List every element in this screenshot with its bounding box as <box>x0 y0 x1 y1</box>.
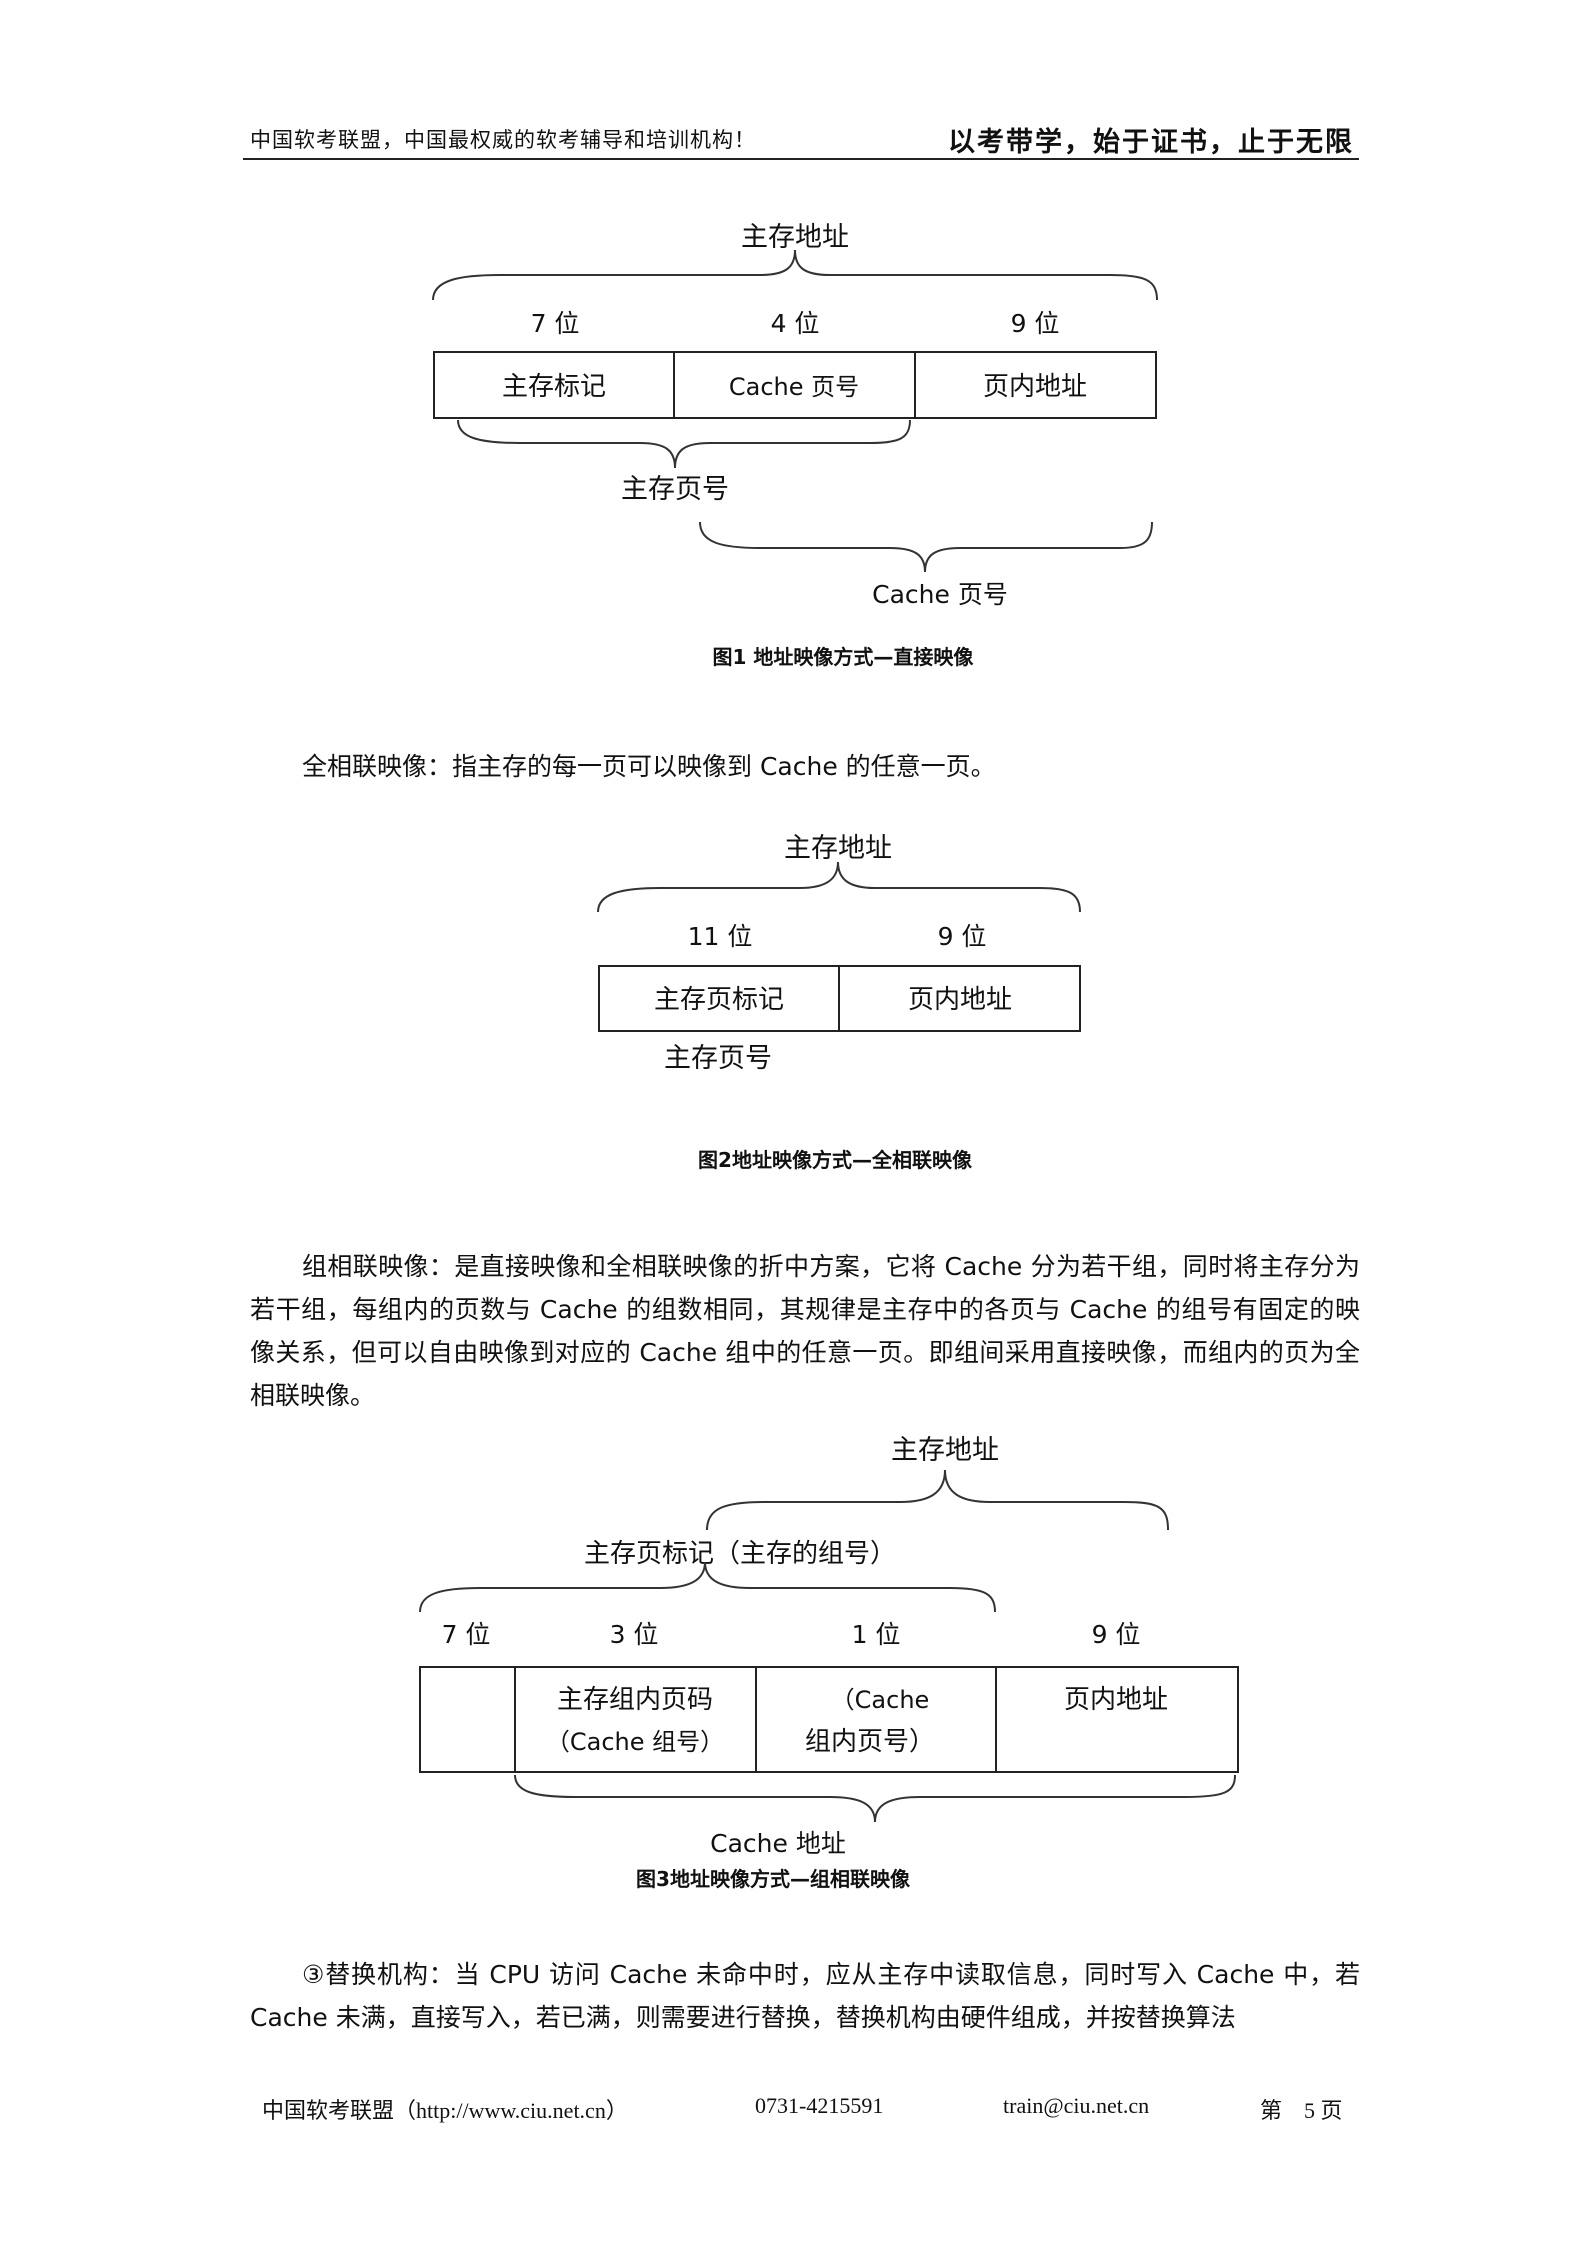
fig1-cell-1: 主存标记 <box>502 372 606 402</box>
fig1-cell-2: Cache 页号 <box>729 373 859 401</box>
fig1-top-brace <box>432 249 1158 301</box>
fig1-cell-3: 页内地址 <box>983 372 1087 402</box>
fig3-bits-4: 9 位 <box>1092 1620 1141 1649</box>
footer-email: train@ciu.net.cn <box>1003 2093 1150 2118</box>
fig3-cell-box <box>419 1666 1239 1773</box>
fig3-top-label: 主存地址 <box>891 1435 999 1466</box>
footer-phone: 0731-4215591 <box>755 2093 884 2118</box>
header-divider <box>243 158 1359 160</box>
fig3-cell3-line2: 组内页号） <box>805 1727 935 1757</box>
fig3-cell2-line1: 主存组内页码 <box>557 1685 713 1715</box>
fig1-cell-box <box>433 351 1157 419</box>
header-slogan: 以考带学，始于证书，止于无限 <box>948 127 1354 158</box>
fig2-bits-2: 9 位 <box>938 922 987 951</box>
paragraph-full-associative: 全相联映像：指主存的每一页可以映像到 Cache 的任意一页。 <box>302 752 996 781</box>
fig3-cell3-line1: （Cache <box>831 1686 930 1714</box>
fig3-bottom-brace <box>514 1774 1236 1823</box>
fig2-top-brace <box>597 861 1081 913</box>
paragraph-set-associative: 组相联映像：是直接映像和全相联映像的折中方案，它将 Cache 分为若干组，同时… <box>250 1252 1360 1410</box>
fig3-below-label: Cache 地址 <box>710 1829 846 1858</box>
fig1-caption: 图1 地址映像方式—直接映像 <box>713 645 975 669</box>
fig3-bits-3: 1 位 <box>852 1620 901 1649</box>
fig3-bits-2: 3 位 <box>610 1620 659 1649</box>
fig1-top-label: 主存地址 <box>741 222 849 253</box>
fig1-below-cachepage: Cache 页号 <box>872 580 1008 609</box>
fig2-cell-1: 主存页标记 <box>654 985 784 1015</box>
header-left-text: 中国软考联盟，中国最权威的软考辅导和培训机构！ <box>250 128 756 152</box>
fig2-below-label: 主存页号 <box>664 1043 772 1074</box>
fig1-bits-1: 7 位 <box>531 309 580 338</box>
fig3-cell4: 页内地址 <box>1064 1685 1168 1715</box>
fig2-top-label: 主存地址 <box>784 833 892 864</box>
paragraph-replacement: ③替换机构：当 CPU 访问 Cache 未命中时，应从主存中读取信息，同时写入… <box>250 1960 1360 2032</box>
fig3-mid-brace <box>419 1561 996 1613</box>
fig3-bits-1: 7 位 <box>442 1620 491 1649</box>
figure-set-associative: 主存地址 主存页标记（主存的组号） 7 位 3 位 1 位 9 位 主存组内页码… <box>419 1435 1239 1891</box>
fig1-below-mainpage: 主存页号 <box>621 474 729 505</box>
fig3-cell2-line2: （Cache 组号） <box>546 1728 724 1756</box>
figure-full-associative: 主存地址 11 位 9 位 主存页标记 页内地址 主存页号 图2地址映像方式—全… <box>597 833 1081 1172</box>
fig1-brace-cachepage <box>699 521 1153 573</box>
fig3-top-brace <box>706 1469 1169 1531</box>
fig2-cell-2: 页内地址 <box>908 985 1012 1015</box>
fig3-caption: 图3地址映像方式—组相联映像 <box>636 1867 911 1891</box>
footer-org: 中国软考联盟（http://www.ciu.net.cn） <box>262 2098 628 2123</box>
fig1-bits-2: 4 位 <box>771 309 820 338</box>
fig1-bits-3: 9 位 <box>1011 309 1060 338</box>
fig2-bits-1: 11 位 <box>688 922 753 951</box>
footer-page-number: 第 5 页 <box>1260 2098 1343 2123</box>
figure-direct-mapping: 主存地址 7 位 4 位 9 位 主存标记 Cache 页号 页内地址 主存页号… <box>432 222 1158 669</box>
fig3-mid-label: 主存页标记（主存的组号） <box>584 1539 896 1569</box>
fig1-brace-mainpage <box>457 419 911 469</box>
fig2-caption: 图2地址映像方式—全相联映像 <box>698 1148 973 1172</box>
